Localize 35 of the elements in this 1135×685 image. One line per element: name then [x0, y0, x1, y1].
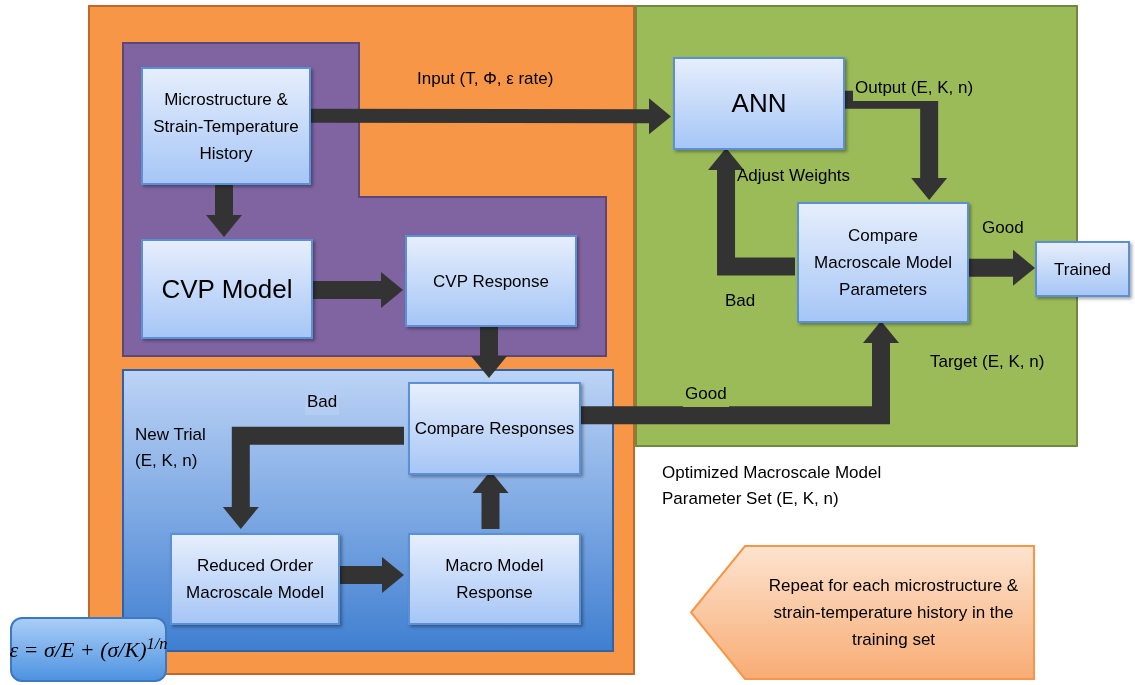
- annotation: Adjust Weights: [737, 165, 852, 187]
- annotation: Optimized Macroscale Model Parameter Set (E, K, n): [662, 462, 883, 510]
- process-box: [141, 67, 311, 185]
- process-box: [141, 239, 313, 339]
- left-arrow-callout: [690, 545, 1035, 680]
- box-label: ANN: [731, 87, 787, 120]
- box-label: Compare Responses: [414, 418, 575, 440]
- annotation: New Trial (E, K, n): [135, 424, 207, 472]
- box-label: Reduced Order Macroscale Model: [185, 555, 325, 604]
- box-label: Trained: [1054, 258, 1111, 281]
- block-arrow: [966, 249, 1035, 286]
- block-arrow: [843, 90, 948, 200]
- box-label: Compare Macroscale Model Parameters: [813, 225, 953, 301]
- process-box: [797, 202, 969, 323]
- block-arrow: [708, 148, 795, 276]
- block-arrow: [206, 183, 242, 237]
- process-box: [405, 235, 577, 327]
- formula: ε = σ/E + (σ/K)$^{1/n}$: [9, 633, 168, 664]
- process-box: [408, 382, 581, 475]
- block-arrow: [309, 98, 671, 135]
- formula-box: [10, 617, 167, 682]
- l-shaped-panel: [122, 42, 607, 357]
- box-label: CVP Response: [433, 270, 549, 293]
- block-arrow: [311, 272, 403, 309]
- box-label: CVP Model: [161, 272, 293, 306]
- process-box: [408, 533, 581, 625]
- block-arrow: [471, 325, 507, 378]
- block-arrow: [222, 426, 404, 529]
- process-box: [673, 57, 845, 150]
- box-label: Macro Model Response: [444, 555, 545, 604]
- process-box: [1035, 241, 1130, 297]
- callout-text: Repeat for each microstructure & strain-temperature history in the training set: [767, 575, 1020, 651]
- process-box: [170, 533, 340, 625]
- box-label: Microstructure & Strain-Temperature History: [152, 88, 300, 165]
- annotation: Target (E, K, n): [930, 351, 1046, 373]
